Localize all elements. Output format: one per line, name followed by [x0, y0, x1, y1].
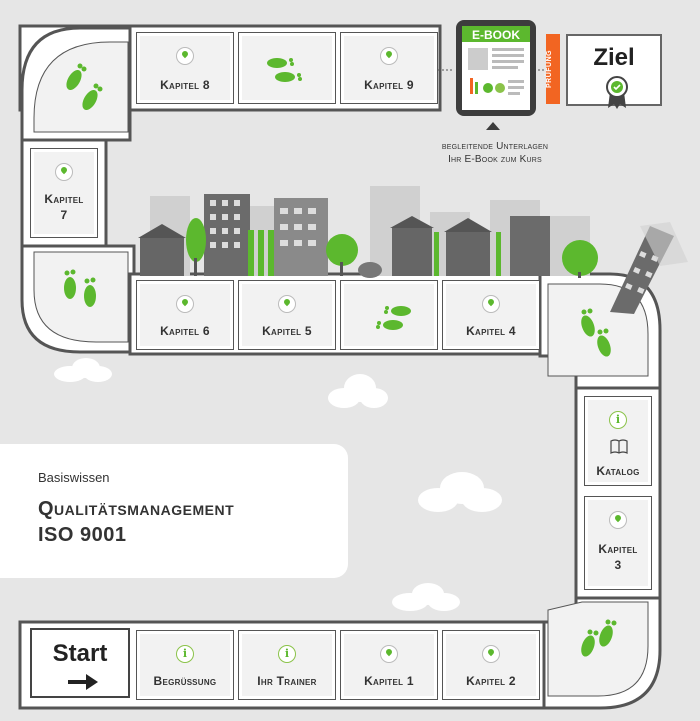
cloud-1 [54, 358, 112, 382]
location-pin-icon [55, 163, 73, 181]
ebook-caption-line1: begleitende Unterlagen [441, 141, 549, 152]
tile-kapitel-9[interactable]: Kapitel 9 [340, 32, 438, 104]
location-pin-icon [482, 295, 500, 313]
info-icon: i [609, 411, 627, 429]
cloud-3 [418, 472, 502, 512]
location-pin-icon [176, 47, 194, 65]
tile-kapitel-8[interactable]: Kapitel 8 [136, 32, 234, 104]
tile-label: Katalog [596, 464, 640, 478]
location-pin-icon [176, 295, 194, 313]
location-pin-icon [609, 511, 627, 529]
tile-label: Kapitel 1 [364, 674, 414, 688]
location-pin-icon [482, 645, 500, 663]
ebook-title: E-BOOK [472, 28, 520, 42]
cloud-4 [392, 583, 460, 611]
tile-label: Kapitel 5 [262, 324, 312, 338]
ebook-caption-line2: Ihr E-Book zum Kurs [448, 154, 542, 165]
course-pretitle: Basiswissen [38, 470, 110, 485]
tile-label: Kapitel 9 [364, 78, 414, 92]
ebook-caption: begleitende Unterlagen Ihr E-Book zum Ku… [400, 140, 590, 166]
ebook-tablet[interactable]: E-BOOK [454, 18, 538, 118]
city-skyline [138, 186, 598, 278]
ziel-tile[interactable]: Ziel [566, 34, 662, 109]
tile-kapitel-2[interactable]: Kapitel 2 [442, 630, 540, 700]
course-title-line2: ISO 9001 [38, 524, 127, 546]
start-label: Start [52, 640, 108, 667]
tile-label: Kapitel 6 [160, 324, 210, 338]
tile-footprints-middle [340, 280, 438, 350]
start-tile[interactable]: Start [30, 628, 130, 698]
caret-up-icon [486, 122, 500, 130]
footprints-icon [66, 63, 103, 110]
location-pin-icon [278, 295, 296, 313]
footprints-icon [64, 269, 96, 307]
footprints-icon [267, 58, 302, 82]
tile-label: Ihr Trainer [257, 674, 317, 688]
tile-label: Kapitel 2 [466, 674, 516, 688]
ziel-label: Ziel [593, 44, 635, 71]
tile-kapitel-5[interactable]: Kapitel 5 [238, 280, 336, 350]
info-icon: i [278, 645, 296, 663]
footprints-icon [581, 308, 611, 357]
certificate-ribbon-icon [606, 76, 628, 109]
book-icon [610, 439, 628, 454]
footprints-icon [376, 306, 411, 330]
cloud-2 [328, 374, 388, 408]
tile-label: Kapitel 4 [466, 324, 516, 338]
tile-ihr-trainer[interactable]: i Ihr Trainer [238, 630, 336, 700]
course-title-line1: Qualitätsmanagement [38, 498, 235, 520]
tile-katalog[interactable]: i Katalog [584, 396, 652, 486]
tile-kapitel-4[interactable]: Kapitel 4 [442, 280, 540, 350]
tile-kapitel-6[interactable]: Kapitel 6 [136, 280, 234, 350]
footprints-icon [581, 619, 617, 657]
tile-begruessung[interactable]: i Begrüßung [136, 630, 234, 700]
leaning-building [610, 222, 688, 314]
course-title-card: Basiswissen Qualitätsmanagement ISO 9001 [0, 444, 348, 578]
pruefung-label: PRÜFUNG [546, 34, 560, 104]
dotted-connector [438, 69, 546, 71]
arrow-right-icon [68, 674, 98, 690]
location-pin-icon [380, 47, 398, 65]
tile-footprints-top [238, 32, 336, 104]
tile-kapitel-1[interactable]: Kapitel 1 [340, 630, 438, 700]
info-icon: i [176, 645, 194, 663]
location-pin-icon [380, 645, 398, 663]
course-title: Qualitätsmanagement ISO 9001 [38, 496, 234, 548]
tile-label: Begrüßung [153, 674, 217, 688]
tile-label: Kapitel 8 [160, 78, 210, 92]
